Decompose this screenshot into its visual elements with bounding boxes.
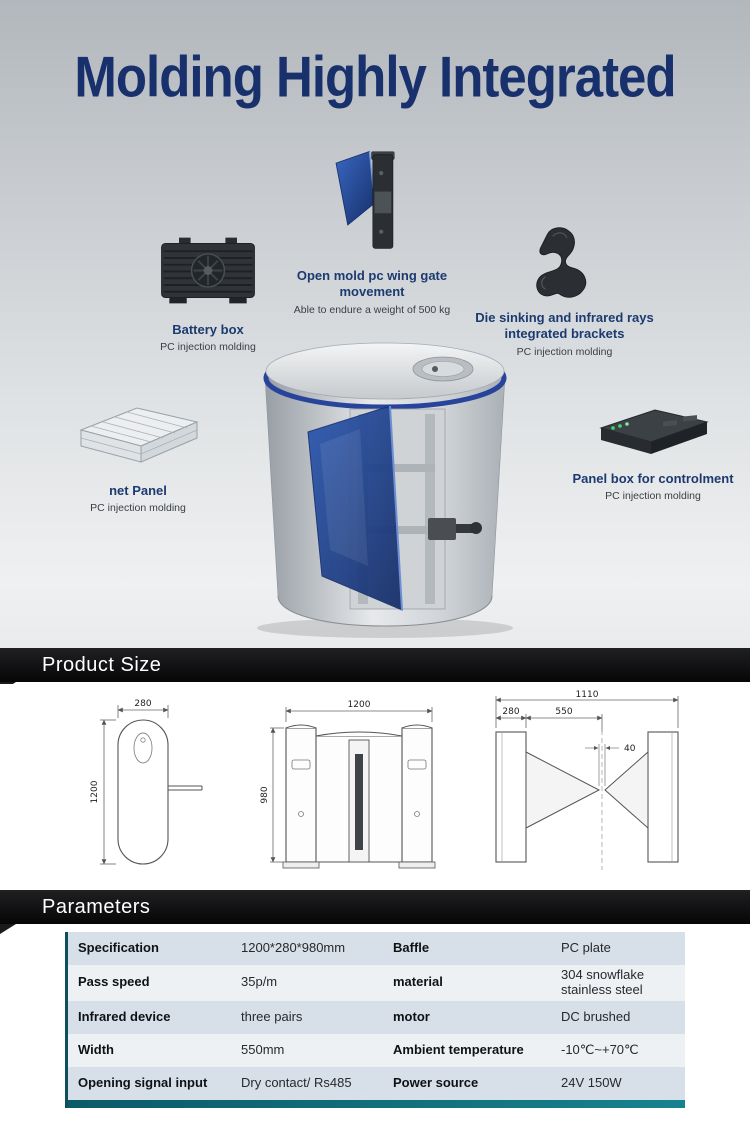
callout-title: Battery box [172,322,244,337]
callout-battery-box: Battery box PC injection molding [128,226,288,354]
dim-side-width: 280 [134,699,151,709]
table-row: Width 550mm Ambient temperature -10℃~+70… [68,1033,685,1067]
net-panel-image [79,407,199,463]
table-row: Pass speed 35p/m material 304 snowflake … [68,965,685,1001]
param-value: PC plate [561,940,611,956]
param-value: 304 snowflake stainless steel [561,967,645,997]
battery-box-image [161,237,255,304]
table-row: Opening signal input Dry contact/ Rs485 … [68,1066,685,1100]
table-row: Infrared device three pairs motor DC bru… [68,1000,685,1034]
callout-title: Panel box for controlment [572,471,734,486]
param-value: Dry contact/ Rs485 [241,1074,352,1090]
callout-subtitle: PC injection molding [160,341,256,354]
callout-panel-box: Panel box for controlment PC injection m… [558,402,748,503]
param-label: Power source [393,1074,479,1090]
callout-title: Open mold pc wing gate movement [296,268,448,300]
parameters-table: Specification 1200*280*980mm Baffle PC p… [65,932,685,1108]
param-value: 550mm [241,1041,285,1057]
dim-top-280: 280 [502,707,519,717]
table-row: Specification 1200*280*980mm Baffle PC p… [68,932,685,965]
param-value: 1200*280*980mm [241,940,346,956]
section-title-parameters: Parameters [42,895,151,918]
param-label: motor [393,1008,430,1024]
callout-title: net Panel [109,483,167,498]
panel-box-image [599,409,709,454]
callout-net-panel: net Panel PC injection molding [48,396,228,515]
dim-top-40: 40 [624,744,636,754]
product-size-drawings: 280 1200 1200 [0,684,750,890]
param-label: Width [78,1041,114,1057]
param-label: Pass speed [78,974,150,990]
callout-subtitle: PC injection molding [90,502,186,515]
param-label: Baffle [393,940,430,956]
param-label: Infrared device [78,1008,171,1024]
callout-subtitle: PC injection molding [605,490,701,503]
param-label: material [393,974,443,990]
page-title: Molding Highly Integrated [74,45,676,109]
param-value: three pairs [241,1008,303,1024]
param-value: 24V 150W [561,1074,622,1090]
front-view-drawing: 1200 980 [260,700,436,869]
product-size-banner: Product Size [0,648,750,692]
dim-top-550: 550 [555,707,572,717]
callout-subtitle: Able to endure a weight of 500 kg [293,303,451,316]
dim-side-height: 1200 [90,780,100,803]
bracket-image [535,227,586,298]
callout-subtitle: PC injection molding [516,345,613,358]
param-value: DC brushed [561,1008,631,1024]
param-value: 35p/m [241,974,278,990]
dim-front-height: 980 [260,786,270,803]
parameters-banner: Parameters [0,890,750,934]
param-label: Ambient temperature [393,1041,524,1057]
turnstile-product-image [257,342,513,638]
table-accent-bar [68,1099,685,1108]
param-label: Opening signal input [78,1074,208,1090]
dim-front-width: 1200 [348,700,371,710]
dim-top-total: 1110 [576,690,599,700]
callout-title: Die sinking and infrared rays integrated… [475,310,654,342]
param-value: -10℃~+70℃ [561,1041,639,1057]
section-title-product-size: Product Size [42,653,162,676]
param-label: Specification [78,940,159,956]
wing-gate-image [335,150,395,249]
callout-open-mold: Open mold pc wing gate movement Able to … [272,148,472,316]
side-view-drawing: 280 1200 [90,699,203,865]
hero-section: Molding Highly Integrated [0,0,750,648]
top-view-drawing: 1110 280 550 40 [495,690,679,870]
callout-die-sinking: Die sinking and infrared rays integrated… [452,222,677,358]
